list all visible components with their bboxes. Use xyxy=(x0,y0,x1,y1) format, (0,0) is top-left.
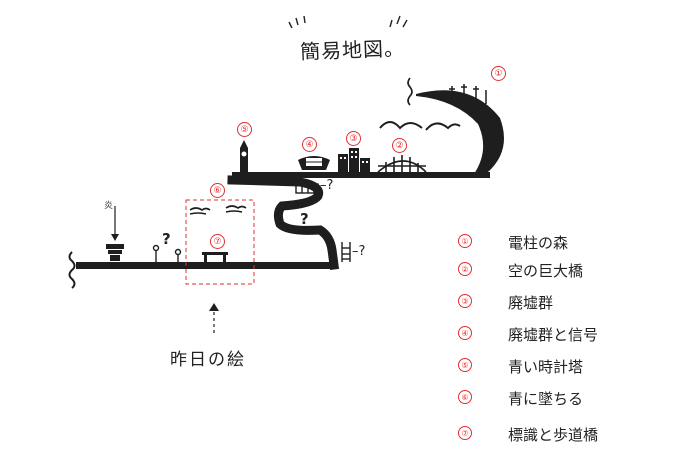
clouds xyxy=(379,121,461,131)
ground-squiggle xyxy=(68,251,76,289)
legend-num: ④ xyxy=(458,326,472,340)
legend-num: ⑥ xyxy=(458,390,472,404)
legend-label: 青に墜ちる xyxy=(508,390,584,408)
fire-object xyxy=(106,244,124,261)
ground-signs xyxy=(152,244,182,262)
ladder xyxy=(341,242,351,262)
stair-structure xyxy=(295,183,319,194)
title-sparkles xyxy=(288,15,408,29)
winding-road xyxy=(227,175,340,271)
legend-num: ⑤ xyxy=(458,358,472,372)
ladder-question: –? xyxy=(352,244,366,259)
ruins-signal xyxy=(298,156,330,170)
legend-num: ② xyxy=(458,262,472,276)
question-mark-signs: ? xyxy=(162,230,171,248)
question-mark-road: ? xyxy=(300,210,309,228)
legend-label: 廃墟群 xyxy=(508,294,554,312)
pedestrian-bridge xyxy=(202,252,228,262)
legend-num: ① xyxy=(458,234,472,248)
legend-item: ④ 廃墟群と信号 xyxy=(458,324,658,346)
caption-yesterday: 昨日の絵 xyxy=(170,350,246,370)
marker-5: ⑤ xyxy=(237,122,252,137)
stair-question: –? xyxy=(320,178,334,193)
legend-label: 青い時計塔 xyxy=(508,358,584,376)
marker-2: ② xyxy=(392,138,407,153)
map-title: 簡易地図。 xyxy=(299,36,406,64)
legend-item: ① 電柱の森 xyxy=(458,232,658,254)
highlight-box xyxy=(185,199,255,285)
legend-num: ③ xyxy=(458,294,472,308)
legend-num: ⑦ xyxy=(458,426,472,440)
fire-label: 炎 xyxy=(104,201,114,211)
legend-item: ⑤ 青い時計塔 xyxy=(458,356,658,378)
legend-item: ② 空の巨大橋 xyxy=(458,260,658,282)
legend-label: 電柱の森 xyxy=(508,234,569,252)
marker-7: ⑦ xyxy=(210,234,225,249)
upper-platform xyxy=(232,172,490,178)
curved-cliff xyxy=(416,90,504,174)
legend-item: ⑥ 青に墜ちる xyxy=(458,388,658,410)
clock-tower xyxy=(240,140,248,172)
marker-3: ③ xyxy=(346,131,361,146)
legend-label: 空の巨大橋 xyxy=(508,262,584,280)
legend-label: 標識と歩道橋 xyxy=(508,426,599,444)
sky-clouds xyxy=(189,205,247,215)
giant-bridge xyxy=(377,155,427,173)
marker-4: ④ xyxy=(302,137,317,152)
legend-item: ③ 廃墟群 xyxy=(458,292,658,314)
legend-item: ⑦ 標識と歩道橋 xyxy=(458,424,658,446)
ground-line xyxy=(76,262,338,269)
marker-1: ① xyxy=(491,66,506,81)
marker-6: ⑥ xyxy=(210,183,225,198)
ruins xyxy=(338,148,370,172)
utility-poles xyxy=(449,84,487,104)
legend-label: 廃墟群と信号 xyxy=(508,326,599,344)
cliff-squiggle xyxy=(407,77,413,106)
